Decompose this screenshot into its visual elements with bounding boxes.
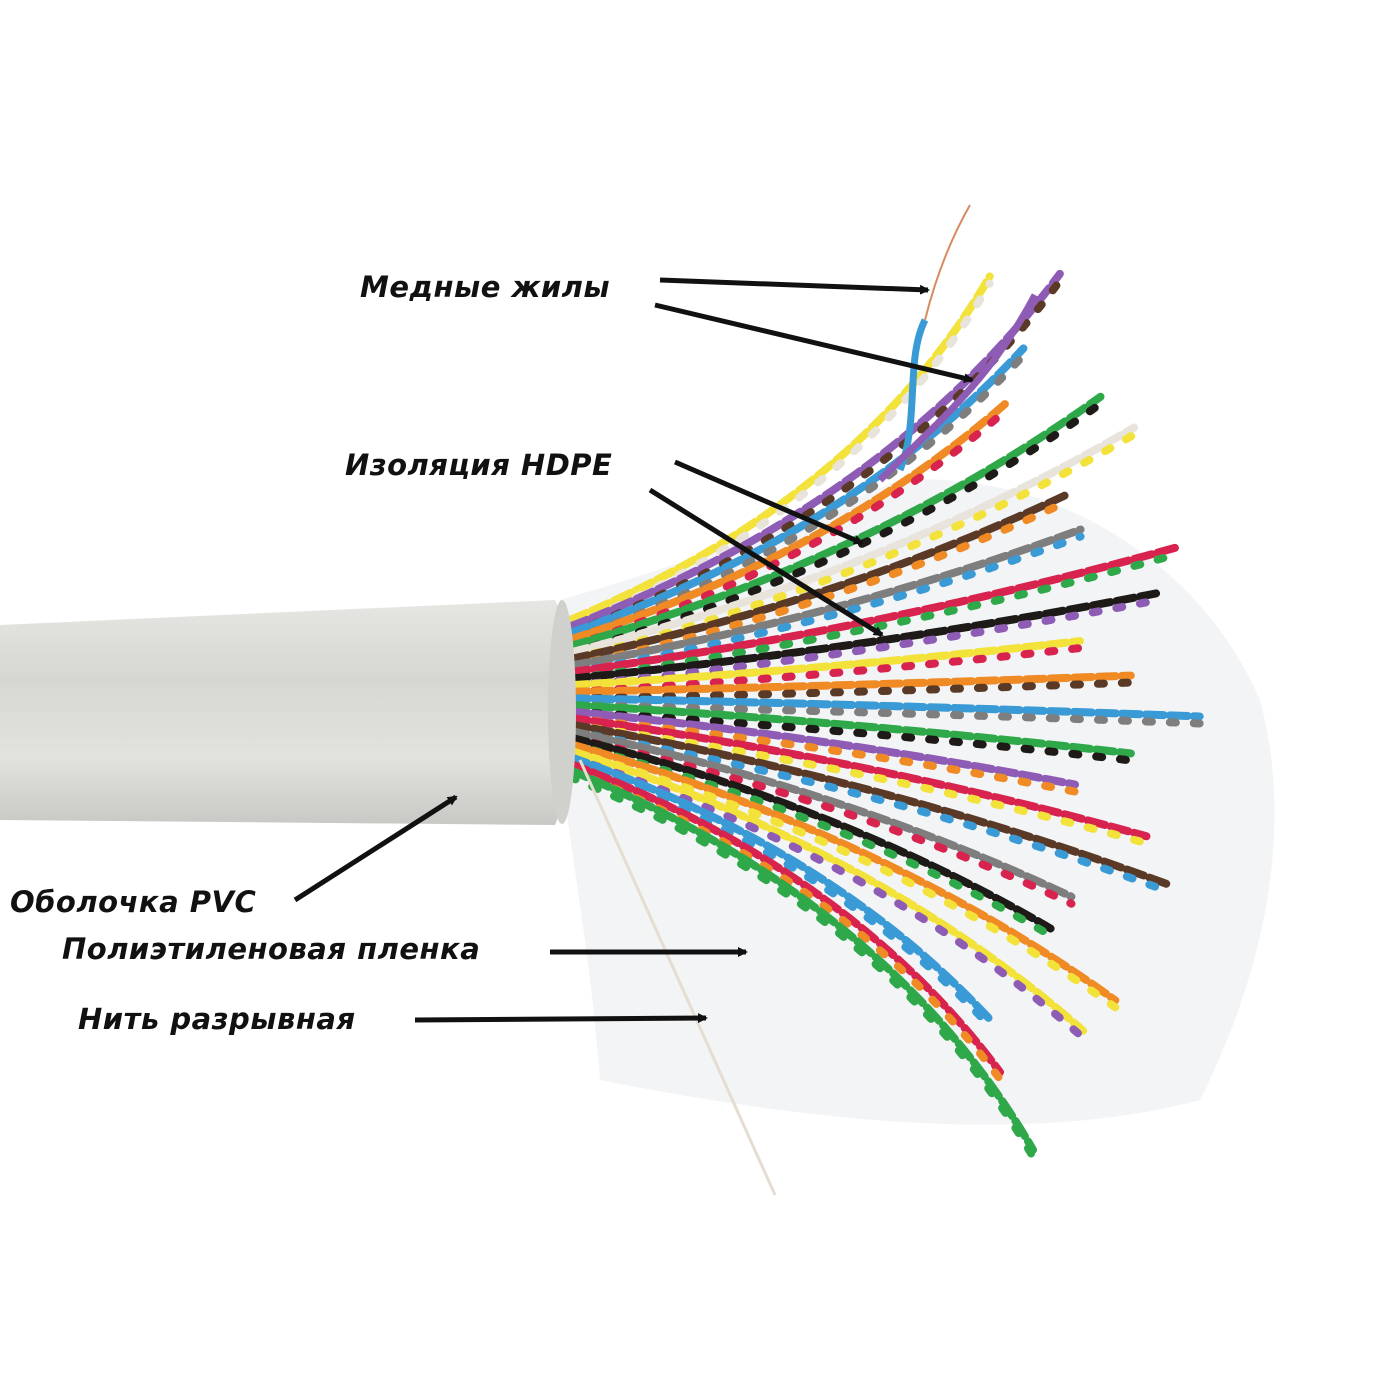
wire: [566, 694, 1204, 721]
wire: [566, 773, 1038, 1161]
wire-bundle: [566, 204, 1204, 1161]
arrow-insulation-2: [648, 487, 884, 638]
wire: [566, 396, 1013, 644]
wire: [566, 671, 1135, 696]
wire: [566, 739, 1120, 1005]
wire: [566, 399, 1105, 658]
arrow-insulation-1: [674, 459, 864, 546]
wire: [566, 752, 996, 1026]
wire: [566, 727, 1171, 895]
wire: [566, 700, 1135, 758]
wire: [566, 423, 1139, 657]
copper-core: [924, 204, 971, 321]
callout-arrows: [293, 277, 974, 1024]
wire: [566, 637, 1084, 690]
wire: [566, 720, 1171, 888]
wire: [566, 746, 1120, 1012]
wire: [566, 596, 1161, 690]
label-copper-cores: Медные жилы: [360, 270, 611, 304]
label-film: Полиэтиленовая пленка: [62, 932, 481, 966]
wire: [566, 759, 1005, 1077]
wire: [566, 713, 1151, 841]
wire: [566, 272, 994, 624]
wire: [566, 766, 1038, 1154]
wire: [566, 707, 1080, 789]
arrow-ripcord: [414, 1013, 708, 1024]
wire: [566, 733, 1055, 933]
pvc-jacket: [0, 600, 570, 825]
wire: [566, 430, 1139, 664]
arrow-copper-1: [659, 277, 930, 295]
wire: [566, 543, 1180, 677]
wire: [566, 279, 994, 631]
jacket-end: [548, 600, 576, 824]
label-ripcord: Нить разрывная: [78, 1002, 356, 1036]
wire: [566, 753, 1088, 1042]
label-insulation: Изоляция HDPE: [345, 448, 613, 482]
wire: [877, 293, 1039, 483]
label-jacket: Оболочка PVC: [10, 885, 257, 919]
wire: [566, 720, 1151, 848]
wire: [566, 746, 1088, 1035]
wire: [566, 550, 1180, 684]
wire: [566, 344, 1028, 638]
arrow-jacket: [293, 794, 458, 903]
wire: [566, 491, 1070, 664]
wire: [566, 525, 1085, 670]
wire: [566, 589, 1161, 683]
arrow-copper-2: [654, 302, 974, 384]
wire: [566, 701, 1204, 728]
wire: [566, 726, 1076, 901]
ripcord-thread: [578, 759, 777, 1196]
